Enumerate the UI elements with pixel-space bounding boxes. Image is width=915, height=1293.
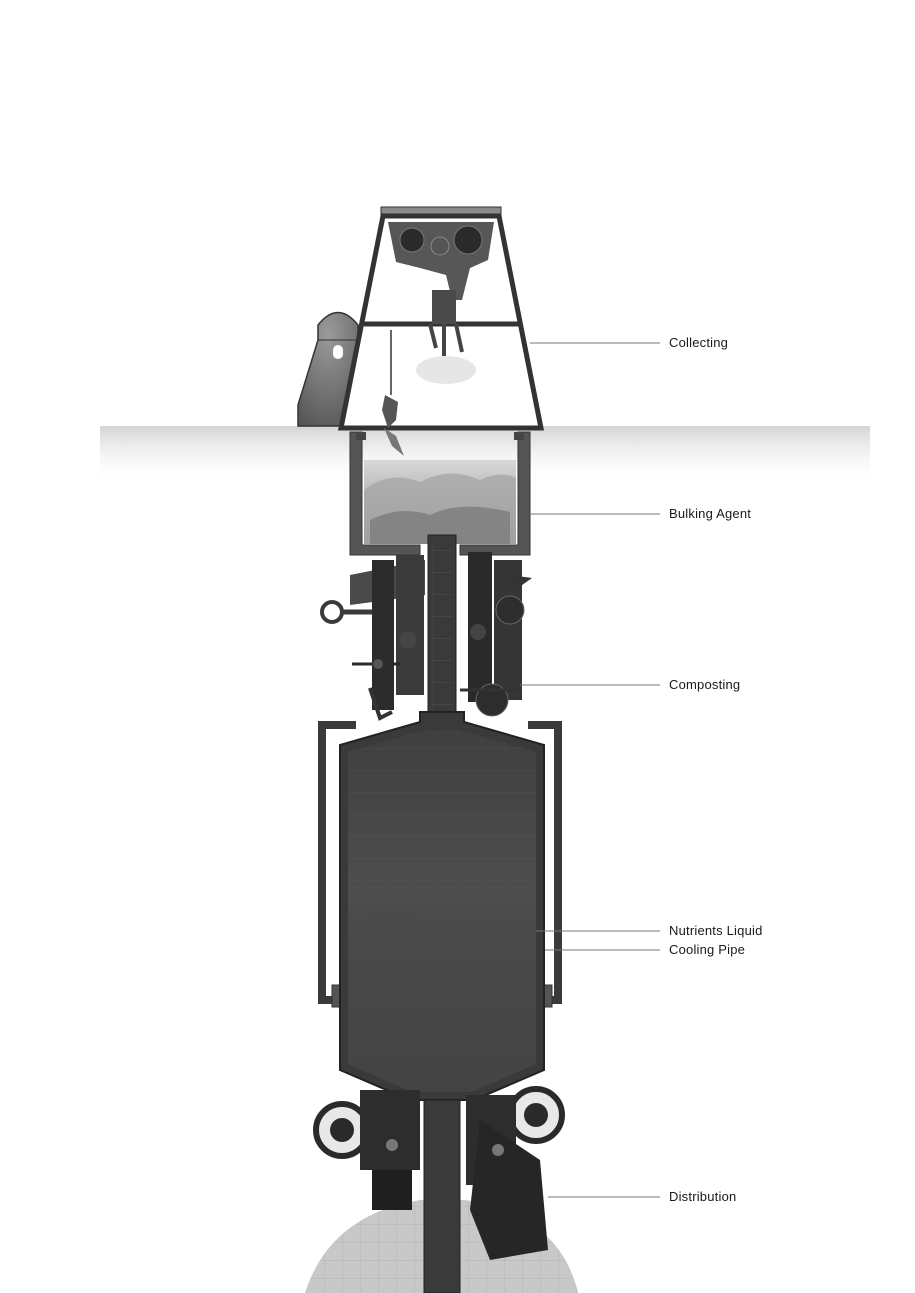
composting-machinery (320, 552, 532, 721)
collection-pod (297, 311, 359, 427)
nutrients-liquid-tank (339, 711, 545, 1101)
label-collecting: Collecting (669, 335, 729, 350)
label-distribution: Distribution (669, 1189, 737, 1204)
collecting-chamber (337, 206, 545, 456)
distribution-machinery (305, 1086, 578, 1293)
leader-lines (520, 342, 660, 1198)
label-bulking-agent: Bulking Agent (669, 506, 752, 521)
label-nutrients-liquid: Nutrients Liquid (669, 923, 763, 938)
label-composting: Composting (669, 677, 741, 692)
composting-shaft (427, 534, 457, 726)
bulking-agent-chamber (349, 431, 531, 556)
label-cooling-pipe: Cooling Pipe (669, 942, 746, 957)
